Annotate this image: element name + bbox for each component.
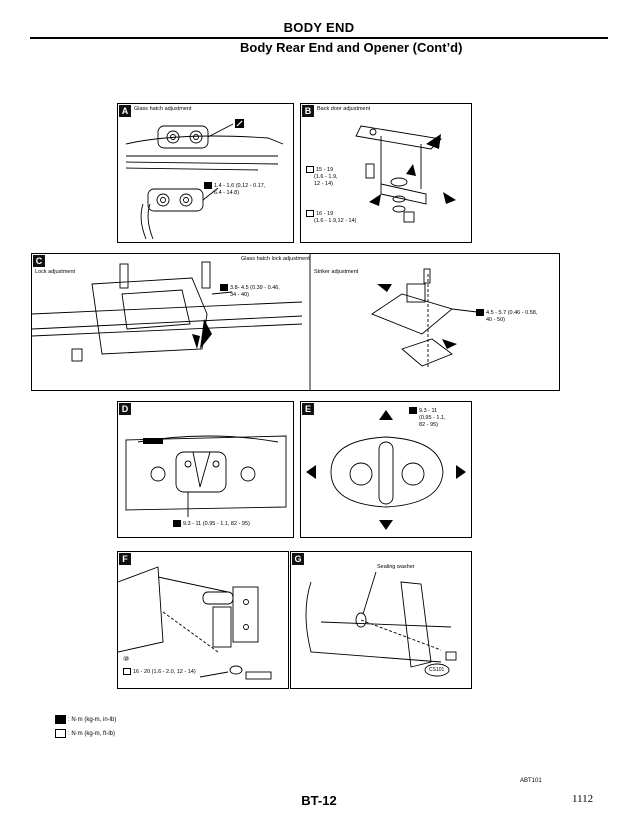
- torque-icon: [123, 668, 131, 675]
- header-rule: [30, 37, 608, 39]
- panel-d-torque: 9.3 - 11 (0.95 - 1.1, 82 - 95): [173, 520, 250, 528]
- sheet-number: 1112: [572, 793, 594, 805]
- panel-a-torque: 1.4 - 1.6 (0.12 - 0.17, 6.4 - 14.8): [204, 182, 265, 197]
- panel-e-striker: E 9.3 - 11 (0.95 - 1.1, 82 - 95): [300, 401, 472, 538]
- panel-c-striker-title: Striker adjustment: [314, 269, 359, 275]
- section-title: BODY END: [283, 20, 355, 35]
- lock-striker-illustration: [32, 254, 478, 390]
- striker-illustration: [306, 410, 466, 530]
- torque-icon: [220, 284, 228, 291]
- panel-g-sealing-washer: G Sealing washer CS101: [290, 551, 472, 689]
- cs101-code: CS101: [429, 667, 445, 673]
- torque-icon: [55, 729, 66, 738]
- panel-f-callout: ⑩: [123, 656, 130, 663]
- legend-ft-lb: : N·m (kg-m, ft-lb): [55, 729, 115, 738]
- lock-plate-illustration: [125, 435, 287, 517]
- panel-c-lock-torque: 3.8- 4.5 (0.39 - 0.46, 34 - 40): [220, 284, 280, 299]
- sealing-washer-illustration: [305, 571, 457, 677]
- panel-a-glass-hatch: A Glass hatch adjustment 1.4 - 1.6 (0.12…: [117, 103, 294, 243]
- sealing-washer-label: Sealing washer: [377, 564, 415, 570]
- panel-d-lock-plate: D 9.3 - 11 (0.95 - 1.1, 82 - 95): [117, 401, 294, 538]
- panel-g-badge: G: [292, 553, 304, 565]
- torque-icon: [476, 309, 484, 316]
- torque-icon: [306, 210, 314, 217]
- torque-icon: [55, 715, 66, 724]
- panel-e-badge: E: [302, 403, 314, 415]
- torque-icon: [409, 407, 417, 414]
- torque-icon: [173, 520, 181, 527]
- panel-f-hinge: F ⑩ 16 - 20 (1.6 - 2.0, 12 - 14): [117, 551, 289, 689]
- panel-c-lock-title: Lock adjustment: [35, 269, 76, 275]
- back-door-hinge-illustration: [355, 125, 456, 223]
- panel-b-torque-lower: 16 - 19 (1.6 - 1.9,12 - 14): [306, 210, 357, 225]
- panel-c-badge: C: [33, 255, 45, 267]
- legend-in-lb: : N·m (kg-m, in-lb): [55, 715, 116, 724]
- panel-c-striker-torque: 4.5 - 5.7 (0.46 - 0.58, 40 - 50): [476, 309, 537, 324]
- panel-f-torque: 16 - 20 (1.6 - 2.0, 12 - 14): [123, 668, 196, 676]
- torque-icon: [306, 166, 314, 173]
- glass-hatch-illustration: [125, 119, 284, 240]
- panel-c-lock-adjust: C Glass hatch lock adjustment Lock adjus…: [31, 253, 560, 391]
- page-number: BT-12: [301, 793, 337, 808]
- torque-icon: [204, 182, 212, 189]
- panel-f-badge: F: [119, 553, 131, 565]
- panel-b-badge: B: [302, 105, 314, 117]
- figure-ref-code: ABT101: [520, 778, 542, 784]
- panel-a-title: Glass hatch adjustment: [134, 106, 192, 112]
- page-subtitle: Body Rear End and Opener (Cont’d): [240, 40, 463, 55]
- panel-a-badge: A: [119, 105, 131, 117]
- panel-b-torque-upper: 15 - 19 (1.6 - 1.9, 12 - 14): [306, 166, 338, 188]
- panel-e-torque: 9.3 - 11 (0.95 - 1.1, 82 - 95): [409, 407, 446, 429]
- hinge-illustration: [118, 566, 272, 680]
- panel-c-title: Glass hatch lock adjustment: [241, 256, 310, 262]
- panel-b-back-door: B Back door adjustment 15 - 19 (1.6 - 1.…: [300, 103, 472, 243]
- panel-b-title: Back door adjustment: [317, 106, 371, 112]
- panel-d-badge: D: [119, 403, 131, 415]
